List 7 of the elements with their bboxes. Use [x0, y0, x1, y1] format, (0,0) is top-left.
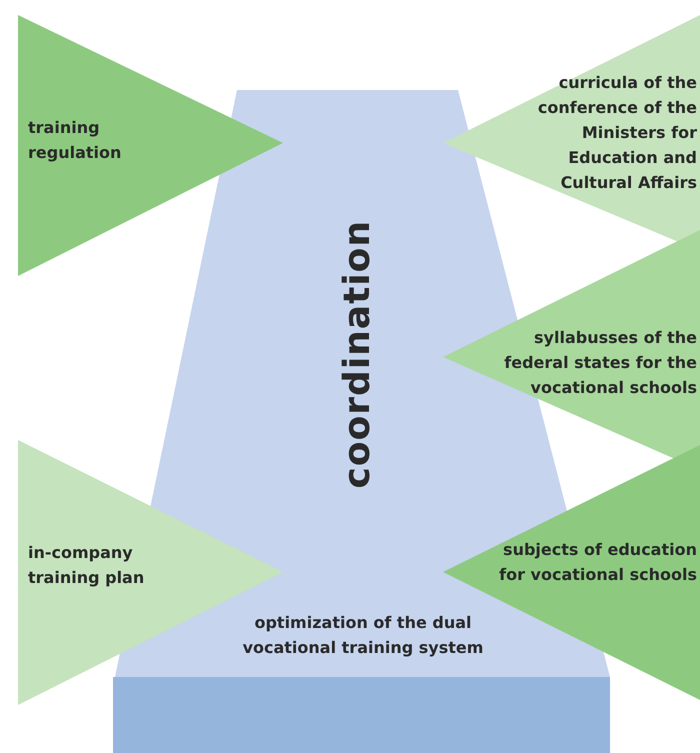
node-label: in-company training plan	[28, 542, 146, 589]
node-label: training regulation	[28, 117, 122, 164]
node-label: subjects of education for vocational schools	[498, 539, 697, 586]
node-label: syllabusses of the federal states for the vocational schools	[503, 327, 697, 399]
subtitle-text: optimization of the dual vocational training system	[242, 612, 484, 659]
vertical-heading: coordination	[338, 220, 378, 488]
node-label: curricula of the conference of the Ministers for Education and Cultural Affairs	[536, 72, 697, 194]
